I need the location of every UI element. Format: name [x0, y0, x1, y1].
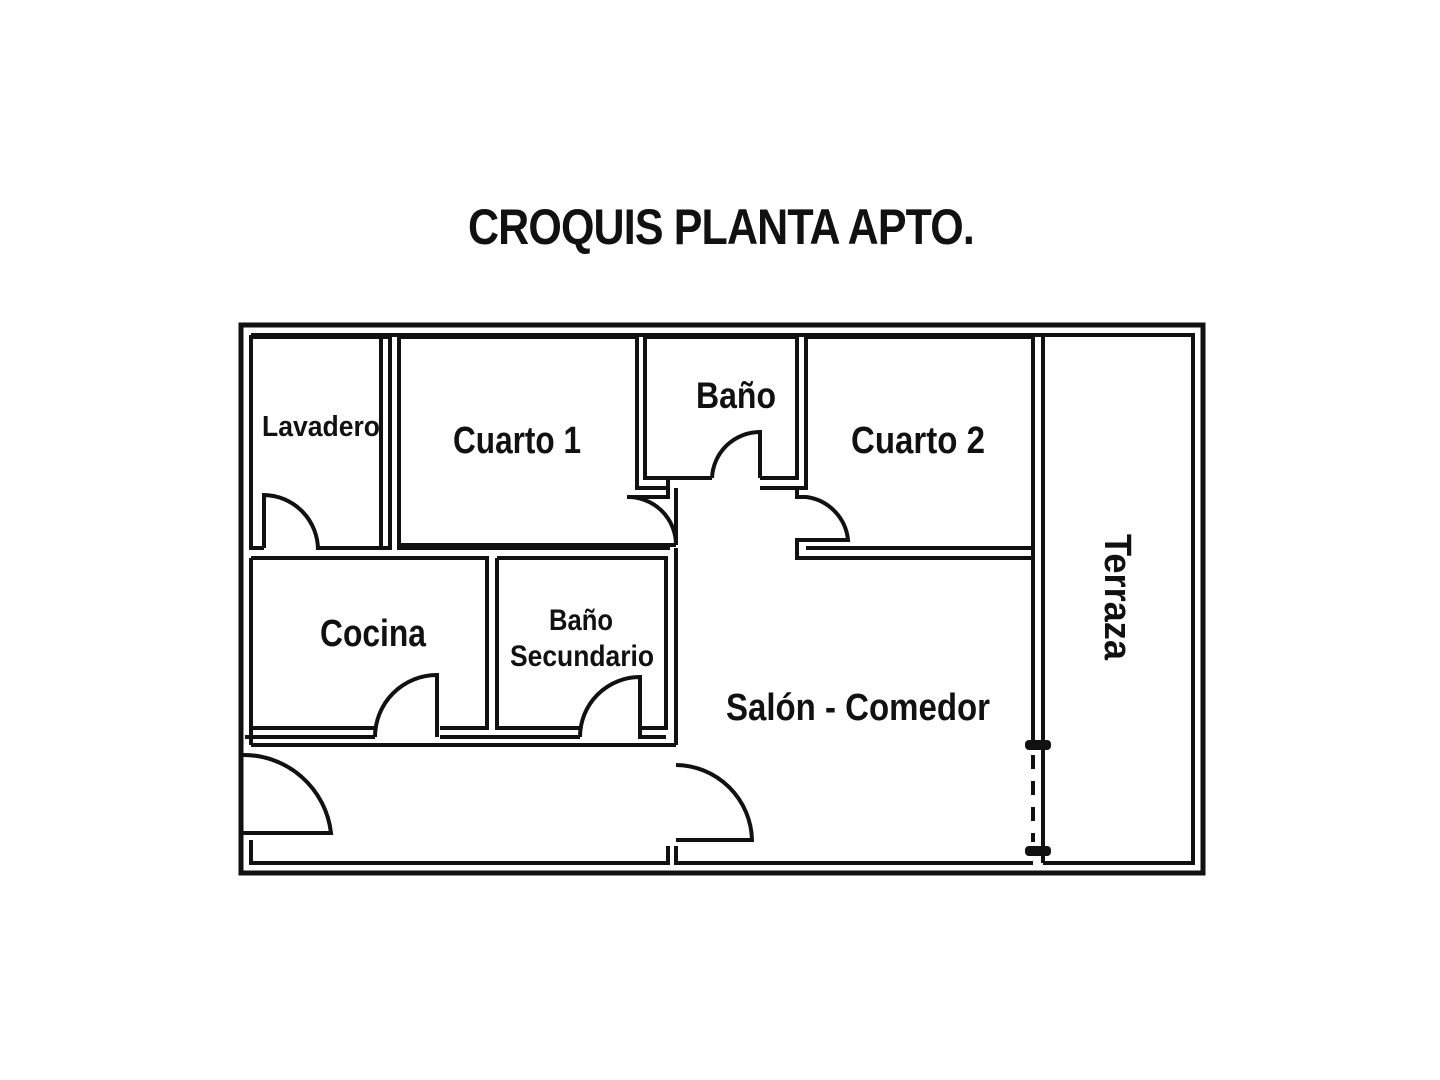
label-lavadero: Lavadero: [262, 411, 380, 443]
entrance-door: [240, 743, 755, 842]
label-terraza: Terraza: [1096, 534, 1138, 661]
label-bano-secundario-line2: Secundario: [510, 640, 654, 673]
room-bano: [626, 335, 808, 546]
room-cuarto-2: [795, 335, 1045, 863]
label-salon-comedor: Salón - Comedor: [726, 687, 990, 729]
room-bano-secundario: [495, 548, 678, 745]
room-lavadero: [251, 335, 392, 551]
room-cocina: [245, 556, 497, 739]
label-cuarto-2: Cuarto 2: [851, 420, 985, 462]
label-bano-secundario-line1: Baño: [549, 604, 613, 637]
label-bano: Baño: [696, 375, 776, 416]
label-cuarto-1: Cuarto 1: [453, 420, 581, 462]
label-cocina: Cocina: [320, 613, 427, 655]
terrace-sliding-door: [1025, 740, 1051, 856]
page-title: CROQUIS PLANTA APTO.: [467, 199, 975, 255]
